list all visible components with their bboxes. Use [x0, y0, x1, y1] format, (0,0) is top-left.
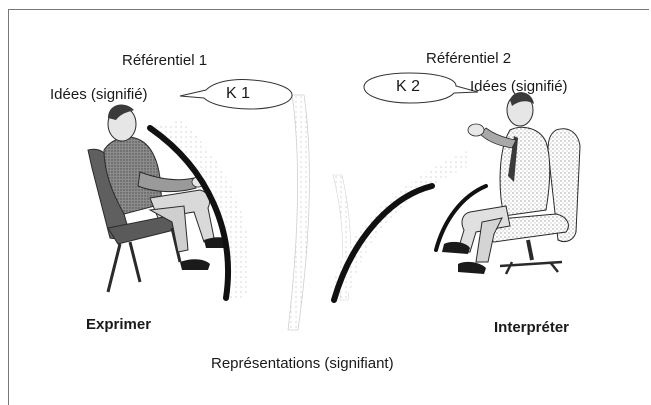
right-referential-label: Référentiel 2 — [426, 50, 512, 67]
left-representation-arc — [147, 120, 251, 301]
left-action-label: Exprimer — [86, 316, 152, 333]
representations-label: Représentations (signifiant) — [211, 355, 394, 372]
frame-top-border — [8, 9, 649, 10]
right-representation-arc — [330, 150, 488, 303]
right-action-label: Interpréter — [494, 319, 570, 336]
left-person-illustration — [87, 104, 234, 293]
left-ideas-label: Idées (signifié) — [50, 86, 148, 103]
right-speech-bubble — [363, 72, 479, 104]
right-ideas-label: Idées (signifié) — [470, 78, 568, 95]
right-person-illustration — [442, 92, 581, 275]
left-referential-label: Référentiel 1 — [122, 52, 208, 69]
left-speech-bubble — [179, 79, 293, 110]
frame-left-border — [8, 9, 9, 405]
central-divider — [287, 94, 352, 331]
right-code-k2: K 2 — [396, 78, 421, 95]
left-code-k1: K 1 — [226, 85, 251, 102]
